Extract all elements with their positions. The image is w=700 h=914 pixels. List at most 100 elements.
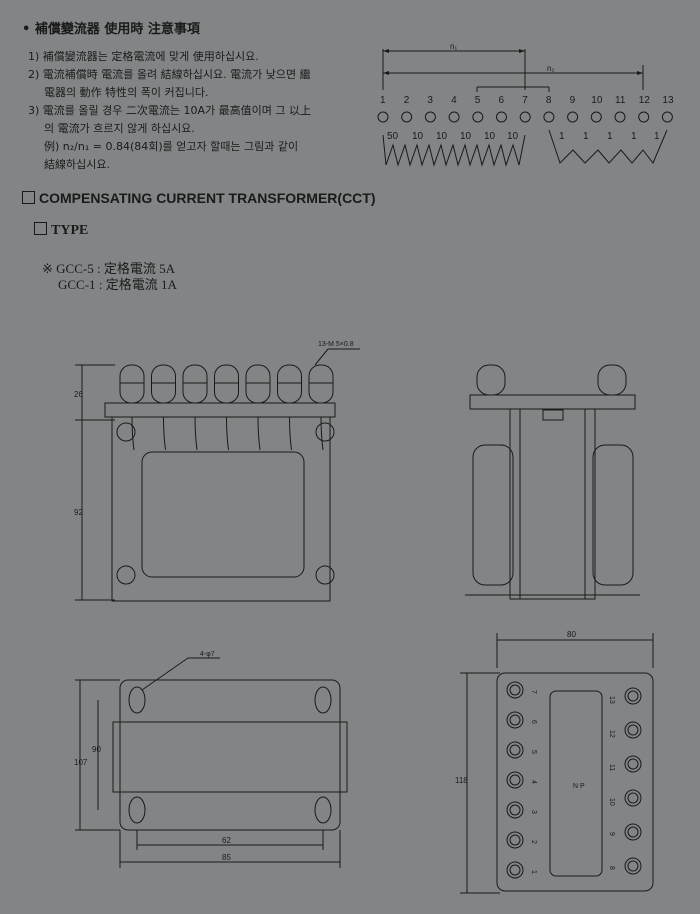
terminal-number: 3 xyxy=(427,95,433,106)
terminal-circle xyxy=(590,111,602,123)
screw-head xyxy=(509,684,521,696)
terminal-circle xyxy=(661,111,673,123)
terminal-number: 10 xyxy=(591,95,603,106)
turn-label: 50 xyxy=(387,131,399,142)
screw-terminal xyxy=(506,711,524,729)
note-2-cont: 電器의 動作 特性의 폭이 커집니다. xyxy=(44,86,209,99)
screw-terminal xyxy=(624,687,642,705)
terminal-number: 2 xyxy=(530,840,537,844)
terminal-bulb xyxy=(214,364,239,404)
lead-wire xyxy=(194,416,198,451)
screw-terminal xyxy=(506,801,524,819)
terminal-circle xyxy=(614,111,626,123)
terminal-number: 10 xyxy=(608,798,615,806)
n1-label: n₁ xyxy=(450,42,457,51)
terminal-circle xyxy=(496,111,507,123)
note-2: 2) 電流補償時 電流를 올려 結線하십시요. 電流가 낮으면 繼 xyxy=(28,68,311,81)
n2-label: n₂ xyxy=(547,64,555,73)
terminal-number: 13 xyxy=(608,696,615,704)
terminal-number: 6 xyxy=(499,95,505,106)
bottom-view-drawing: 4-φ7 90 107 62 85 xyxy=(74,651,348,868)
terminal-circle xyxy=(448,111,460,123)
terminal-circle xyxy=(401,111,413,123)
terminal-bulb xyxy=(119,364,145,404)
note-example-cont: 結線하십시요. xyxy=(44,158,110,171)
terminal-bulb xyxy=(308,364,334,404)
terminal-bulb xyxy=(245,364,271,404)
dim-body-height: 92 xyxy=(74,508,83,517)
dim-top-height: 26 xyxy=(74,390,83,399)
lead-wire xyxy=(163,416,166,451)
cct-title-text: COMPENSATING CURRENT TRANSFORMER(CCT) xyxy=(39,190,376,206)
note-3-cont: 의 電流가 흐르지 않게 하십시요. xyxy=(44,122,195,135)
secondary-turn-labels: 1 1 1 1 1 xyxy=(559,131,660,142)
front-view-drawing: 13-M 5×0.8 26 92 xyxy=(74,341,360,602)
lead-wire xyxy=(320,416,324,451)
dim-inner-width: 62 xyxy=(222,836,231,845)
screw-head xyxy=(509,744,521,756)
dim-outer-width: 85 xyxy=(222,853,231,862)
screw-terminal xyxy=(506,831,524,849)
type-desc: 定格電流 5A xyxy=(103,261,175,276)
terminal-number: 5 xyxy=(530,750,537,754)
screw-terminal xyxy=(624,857,642,875)
screw-head xyxy=(509,834,521,846)
turn-label: 1 xyxy=(631,131,637,142)
screw-terminal xyxy=(506,681,524,699)
terminal-number: 5 xyxy=(475,95,481,106)
hole-spec: 4-φ7 xyxy=(200,651,215,658)
terminal-number: 8 xyxy=(546,95,552,106)
screw-head xyxy=(627,826,639,838)
terminal-number: 3 xyxy=(530,810,537,814)
type-item: ※ GCC-5 : 定格電流 5A xyxy=(42,261,175,276)
checkbox-icon xyxy=(22,191,35,204)
coil-drawing xyxy=(382,129,668,167)
screw-head xyxy=(509,714,521,726)
terminal-number: 2 xyxy=(404,95,410,106)
screw-head xyxy=(627,690,639,702)
terminal-bulb xyxy=(151,364,176,404)
screw-head xyxy=(627,758,639,770)
turn-label: 10 xyxy=(412,131,424,142)
terminal-circle xyxy=(377,111,389,123)
note-1: 1) 補償變流器는 定格電流에 맞게 使用하십시요. xyxy=(28,50,259,63)
terminal-number: 9 xyxy=(608,832,615,836)
type-desc: 定格電流 1A xyxy=(105,277,177,292)
type-item: GCC-1 : 定格電流 1A xyxy=(58,277,177,292)
turn-label: 10 xyxy=(436,131,448,142)
usage-notes: 1) 補償變流器는 定格電流에 맞게 使用하십시요. 2) 電流補償時 電流를 … xyxy=(28,48,311,174)
terminal-circle xyxy=(519,111,531,123)
terminal-number: 11 xyxy=(608,764,615,771)
terminal-number: 4 xyxy=(530,780,537,784)
checkbox-icon xyxy=(34,222,47,235)
type-model: GCC-5 xyxy=(56,261,94,276)
screw-terminal xyxy=(624,755,642,773)
terminal-bulb xyxy=(277,364,302,404)
terminal-circle xyxy=(543,111,555,123)
side-view-drawing xyxy=(465,364,640,600)
type-list: ※ GCC-5 : 定格電流 5A GCC-1 : 定格電流 1A xyxy=(42,261,177,293)
terminal-number: 4 xyxy=(451,95,457,106)
screw-head xyxy=(627,792,639,804)
screw-head xyxy=(627,724,639,736)
page-heading: • 補償變流器 使用時 注意事項 xyxy=(22,22,200,37)
dim-inner-height: 90 xyxy=(92,745,101,754)
type-title-text: TYPE xyxy=(51,223,89,238)
screw-terminal xyxy=(506,741,524,759)
terminal-circle xyxy=(472,111,484,123)
screw-head xyxy=(627,860,639,872)
type-mark: ※ xyxy=(42,261,57,276)
screw-terminal xyxy=(506,771,524,789)
lead-wire xyxy=(257,416,261,451)
screw-terminal xyxy=(624,721,642,739)
terminal-circle xyxy=(567,111,579,123)
turn-label: 1 xyxy=(583,131,589,142)
turn-label: 1 xyxy=(559,131,565,142)
terminal-number: 9 xyxy=(570,95,576,106)
turn-label: 1 xyxy=(607,131,613,142)
screw-terminal xyxy=(506,861,524,879)
dim-board-height: 118 xyxy=(455,776,468,785)
